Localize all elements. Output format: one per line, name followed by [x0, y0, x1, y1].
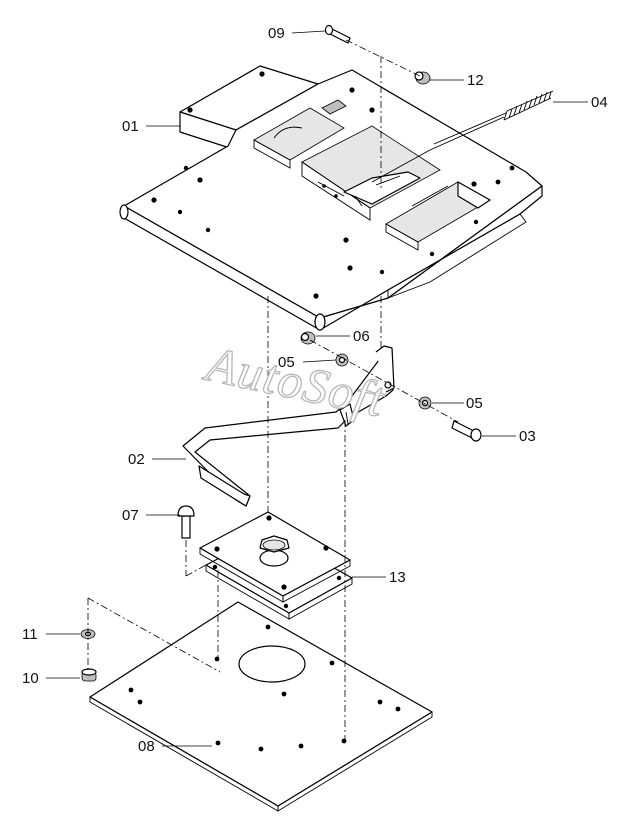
nut-10	[81, 668, 97, 682]
callout-11: 11	[22, 626, 38, 643]
callout-07: 07	[122, 507, 139, 524]
svg-text:AutoSoft: AutoSoft	[199, 335, 390, 428]
callout-12: 12	[467, 72, 484, 89]
callout-05-right: 05	[466, 395, 483, 412]
callout-06: 06	[353, 328, 370, 345]
nut-12	[414, 71, 431, 85]
assembly-lines	[87, 39, 459, 740]
callouts: 09 12 04 01 06 05 05 03 02 07 13 11 10 0…	[22, 25, 608, 755]
callout-08: 08	[138, 738, 155, 755]
callout-02: 02	[128, 451, 145, 468]
washer-05-right	[418, 396, 432, 410]
callout-13: 13	[389, 569, 406, 586]
mounting-plates	[199, 511, 353, 620]
spring	[371, 90, 554, 183]
callout-05-left: 05	[278, 354, 295, 371]
callout-04: 04	[591, 94, 608, 111]
callout-01: 01	[122, 118, 139, 135]
bolt-09	[324, 24, 351, 44]
callout-03: 03	[519, 428, 536, 445]
seat-frame	[119, 65, 543, 331]
callout-10: 10	[22, 670, 39, 687]
callout-09: 09	[268, 25, 285, 42]
base-plate	[89, 601, 433, 812]
bushing-06	[300, 331, 316, 345]
adjustment-lever	[182, 345, 395, 507]
bolt-07	[177, 505, 195, 539]
watermark: AutoSoft	[198, 334, 390, 428]
bolt-03	[451, 420, 482, 442]
